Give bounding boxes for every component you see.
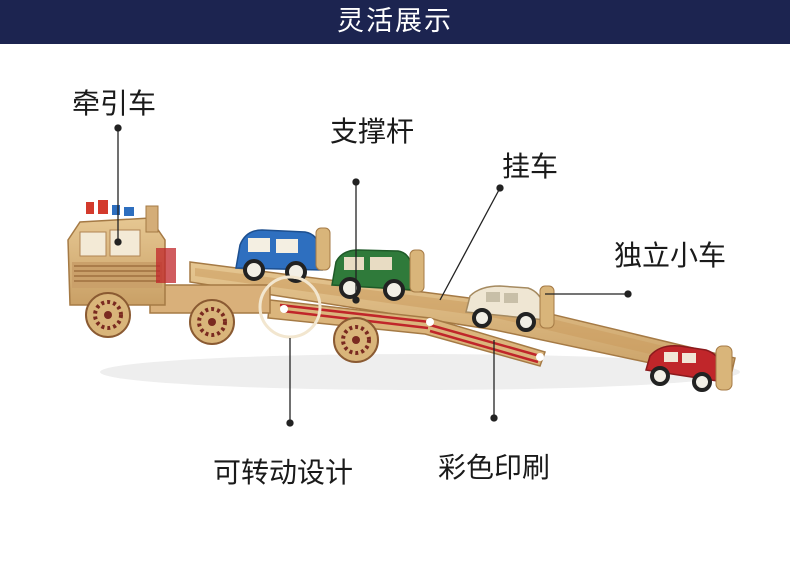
wheel-front xyxy=(85,292,131,338)
callout-tractor xyxy=(114,124,122,246)
label-independent-car: 独立小车 xyxy=(614,239,727,272)
toy-car-red xyxy=(645,344,733,392)
label-tractor: 牵引车 xyxy=(72,87,157,120)
wheel-middle xyxy=(189,299,235,345)
ground-shadow xyxy=(100,354,740,390)
callout-support-rod xyxy=(352,178,360,304)
wheel-trailer xyxy=(333,317,379,363)
header-banner xyxy=(0,0,790,44)
tractor-truck xyxy=(67,200,271,314)
callout-trailer xyxy=(439,184,504,301)
toy-car-green xyxy=(331,249,425,301)
callout-independent-car xyxy=(545,290,632,298)
page-title: 灵活展示 xyxy=(337,6,453,37)
toy-car-cream xyxy=(465,285,555,332)
label-color-printing: 彩色印刷 xyxy=(438,451,551,484)
toy-car-blue xyxy=(235,227,331,283)
label-rotatable-design: 可转动设计 xyxy=(213,456,354,489)
callout-color-printing xyxy=(490,340,498,422)
callout-rotatable xyxy=(286,338,294,427)
rotation-highlight-circle xyxy=(258,275,322,339)
label-support-rod: 支撑杆 xyxy=(330,115,415,148)
label-trailer: 挂车 xyxy=(502,150,559,183)
